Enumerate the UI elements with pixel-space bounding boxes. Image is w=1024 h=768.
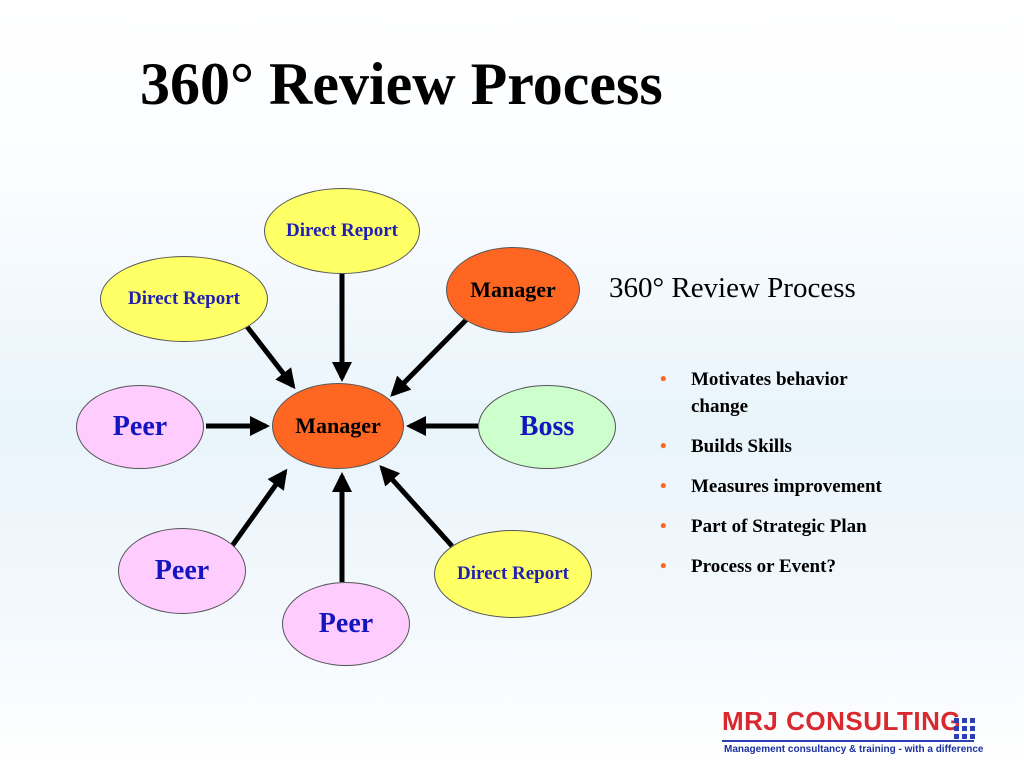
logo-tagline: Management consultancy & training - with… <box>724 744 984 755</box>
center-label: Manager <box>295 413 381 438</box>
bullet-dot-icon: • <box>660 476 667 497</box>
bullet-dot-icon: • <box>660 516 667 537</box>
bullet-text: Measures improvement <box>691 476 882 497</box>
node-direct-report-lower-right: Direct Report <box>434 530 592 618</box>
bullet-item: • Measures improvement <box>660 473 900 500</box>
arrow-upper-left-direct-report <box>243 322 296 390</box>
node-manager-center: Manager <box>272 383 404 469</box>
bullet-text: Process or Event? <box>691 556 836 577</box>
bullet-text: Part of Strategic Plan <box>691 516 867 537</box>
node-peer-left: Peer <box>76 385 204 469</box>
node-label: Manager <box>470 277 556 302</box>
node-label: Direct Report <box>285 220 398 241</box>
arrow-lower-left-peer <box>229 468 288 548</box>
arrow-upper-right-manager <box>390 316 470 397</box>
company-logo: MRJ CONSULTING Management consultancy & … <box>722 706 992 758</box>
node-label: Peer <box>318 608 374 639</box>
node-label: Peer <box>112 411 168 442</box>
node-label: Peer <box>154 555 210 586</box>
side-heading: 360° Review Process <box>609 272 856 304</box>
bullet-item: • Part of Strategic Plan <box>660 513 900 540</box>
node-manager-upper-right: Manager <box>446 247 580 333</box>
node-boss-right: Boss <box>478 385 616 469</box>
bullet-item: • Motivates behavior change <box>660 366 900 420</box>
bullet-dot-icon: • <box>660 369 667 390</box>
logo-underline <box>722 740 974 742</box>
node-label: Direct Report <box>456 563 569 584</box>
bullet-list: • Motivates behavior change • Builds Skill… <box>660 366 900 593</box>
arrow-lower-right-direct-report <box>379 465 454 548</box>
logo-name: MRJ CONSULTING <box>722 706 962 736</box>
node-label: Boss <box>519 411 575 442</box>
node-peer-bottom: Peer <box>282 582 410 666</box>
bullet-dot-icon: • <box>660 436 667 457</box>
bullet-dot-icon: • <box>660 556 667 577</box>
node-label: Direct Report <box>127 288 240 309</box>
bullet-item: • Process or Event? <box>660 553 900 580</box>
bullet-text: Builds Skills <box>691 436 792 457</box>
node-direct-report-top: Direct Report <box>264 188 420 274</box>
slide-title: 360° Review Process <box>140 51 663 117</box>
logo-squares-icon <box>954 718 975 739</box>
node-direct-report-upper-left: Direct Report <box>100 256 268 342</box>
node-peer-lower-left: Peer <box>118 528 246 614</box>
bullet-text: Motivates behavior change <box>691 369 848 417</box>
bullet-item: • Builds Skills <box>660 433 900 460</box>
